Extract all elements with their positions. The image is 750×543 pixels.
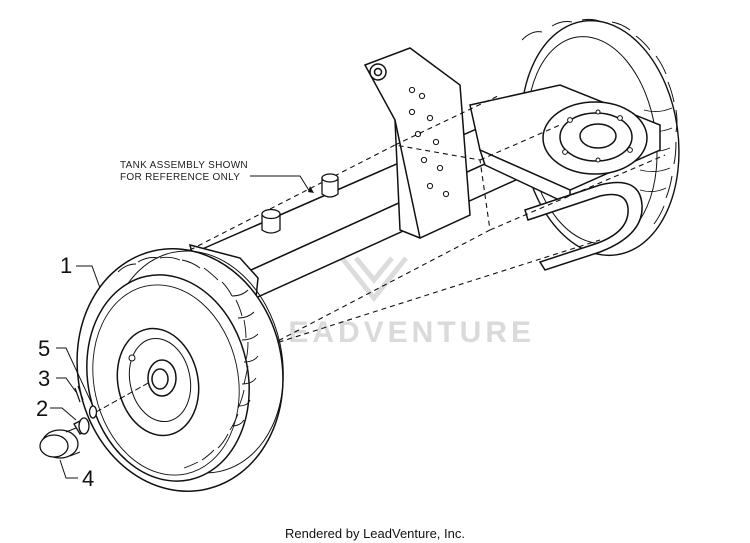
hub-parts — [39, 381, 151, 459]
hub-cap-part — [39, 427, 81, 459]
callout-2: 2 — [36, 396, 48, 421]
front-wheel — [76, 248, 284, 492]
washer-part — [88, 405, 98, 419]
callout-5: 5 — [38, 336, 50, 361]
callout-4: 4 — [82, 466, 94, 491]
cotter-pin-part — [74, 385, 84, 403]
watermark-text: LEADVENTURE — [266, 316, 535, 349]
axle-frame — [188, 47, 661, 309]
callout-3: 3 — [38, 366, 50, 391]
watermark: LEADVENTURE — [266, 194, 535, 349]
castle-nut-part — [73, 417, 90, 435]
tank-outline-dashed — [189, 94, 666, 346]
leader-lines — [50, 175, 314, 479]
reference-note-line1: TANK ASSEMBLY SHOWN — [120, 160, 248, 171]
tank-fittings — [261, 173, 339, 234]
callout-1: 1 — [60, 253, 72, 278]
footer-credit: Rendered by LeadVenture, Inc. — [285, 526, 465, 541]
reference-note-line2: FOR REFERENCE ONLY — [120, 172, 240, 183]
